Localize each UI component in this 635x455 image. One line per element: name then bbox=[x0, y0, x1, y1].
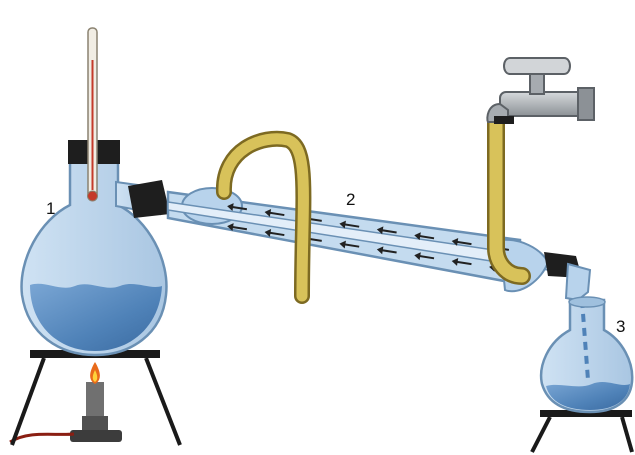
gas-hose bbox=[10, 434, 74, 442]
label-flask: 1 bbox=[46, 199, 55, 218]
label-receiver: 3 bbox=[616, 317, 625, 336]
tripod-stand-right bbox=[532, 410, 632, 452]
label-condenser: 2 bbox=[346, 190, 355, 209]
receiving-flask bbox=[541, 297, 632, 412]
water-tap-icon bbox=[487, 58, 594, 124]
condenser-inlet-stopper bbox=[128, 180, 170, 218]
thermometer-icon bbox=[88, 28, 98, 201]
